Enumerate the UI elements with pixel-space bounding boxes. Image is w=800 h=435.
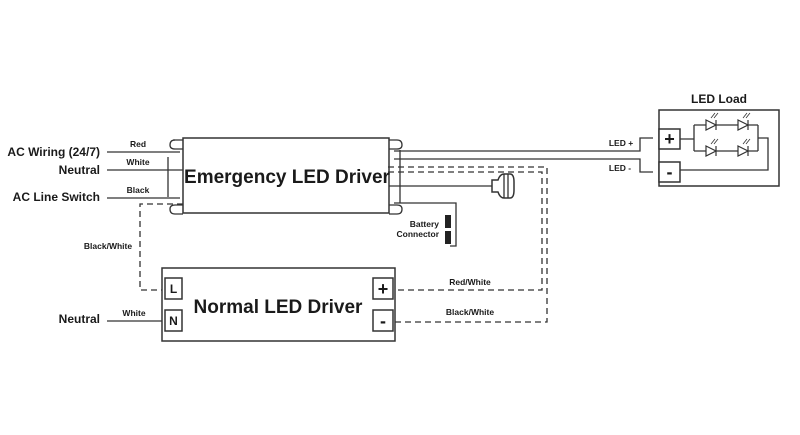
emergency-led-driver: Emergency LED Driver (169, 137, 403, 215)
normal-driver-title: Normal LED Driver (194, 297, 364, 318)
output-wires (388, 137, 653, 323)
ac-wiring-label: AC Wiring (24/7) (7, 145, 100, 159)
led-load: LED Load + - (658, 92, 780, 187)
led-diode-icons (705, 112, 751, 157)
battery-connector: Battery Connector (397, 215, 451, 244)
normal-led-driver: L N + - Normal LED Driver (161, 267, 396, 342)
battery-label-line1: Battery (410, 219, 440, 229)
neutral-top-label: Neutral (59, 163, 100, 177)
led-plus-label: LED + (609, 138, 633, 148)
black-wire-label: Black (127, 185, 150, 195)
led-minus-label: LED - (609, 163, 631, 173)
load-terminal-plus: + (664, 129, 675, 149)
red-wire-label: Red (130, 139, 146, 149)
red-white-label: Red/White (449, 277, 491, 287)
battery-label-line2: Connector (397, 229, 440, 239)
black-white-left-label: Black/White (84, 241, 132, 251)
terminal-plus: + (378, 279, 389, 299)
terminal-l: L (170, 282, 177, 296)
led-load-title: LED Load (691, 92, 747, 106)
load-terminal-minus: - (667, 162, 673, 182)
plug-connector (491, 173, 515, 199)
emergency-driver-title: Emergency LED Driver (184, 167, 391, 188)
black-white-right-label: Black/White (446, 307, 494, 317)
input-wires (107, 151, 183, 322)
white-bottom-label: White (122, 308, 145, 318)
neutral-bottom-label: Neutral (59, 312, 100, 326)
ac-line-switch-label: AC Line Switch (13, 190, 100, 204)
terminal-minus: - (380, 311, 386, 331)
terminal-n: N (169, 314, 178, 328)
white-wire-label: White (126, 157, 149, 167)
